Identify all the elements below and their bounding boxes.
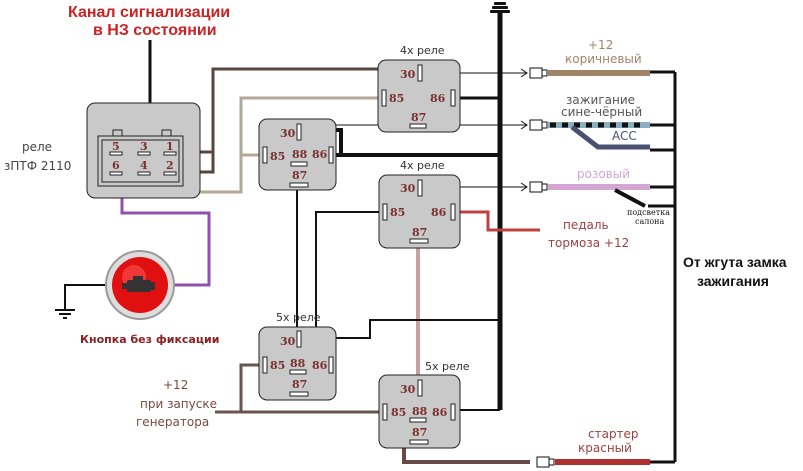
relay-bottom-left: 5х реле 30 85 88 86 87 — [258, 311, 337, 401]
wire-label: +12 — [588, 38, 613, 52]
pin-label: 85 — [270, 359, 285, 372]
wire-label: педаль — [563, 218, 609, 232]
relay-label: 4х реле — [400, 159, 445, 172]
wire-label: сине-чёрный — [561, 105, 642, 119]
wire-r3-86 — [455, 210, 540, 232]
wire-label: зажигание — [566, 93, 635, 107]
pin-label: 3 — [140, 140, 148, 153]
pin-label: 87 — [292, 169, 307, 182]
ground-bus-icon — [490, 2, 510, 13]
pin-label: 86 — [432, 406, 448, 419]
wire-label: стартер — [588, 427, 639, 441]
pin-label: 30 — [400, 182, 416, 195]
check-engine-icon — [122, 276, 155, 292]
wire-acc — [570, 125, 650, 150]
relay-top-right: 4х реле 30 85 86 87 — [377, 44, 461, 133]
wire-label: розовый — [577, 167, 630, 181]
ptf-relay: 5 3 1 6 4 2 — [86, 102, 201, 199]
pin-label: 87 — [292, 378, 307, 391]
wire-ground — [64, 284, 107, 310]
wire-label: коричневый — [565, 52, 642, 66]
pin-label: 88 — [290, 357, 306, 370]
pin-label: 85 — [391, 406, 406, 419]
pin-label: 86 — [312, 148, 328, 161]
relay-label: 4х реле — [400, 44, 445, 57]
pin-label: 6 — [112, 159, 120, 172]
alarm-channel-title: Канал сигнализации — [68, 4, 230, 21]
wire-label: тормоза +12 — [548, 236, 629, 250]
wire-gen — [215, 363, 385, 414]
relay-bottom-right: 5х реле 30 85 88 86 87 — [378, 360, 470, 449]
pin-label: 30 — [400, 68, 416, 81]
wire-harness — [648, 70, 677, 464]
pin-label: 85 — [389, 92, 404, 105]
pin-label: 1 — [166, 140, 174, 153]
relay-middle-right: 4х реле 30 85 86 87 — [378, 159, 461, 249]
alarm-channel-title: в НЗ состоянии — [93, 22, 217, 39]
pin-label: 87 — [412, 426, 427, 439]
wire-label: +12 — [163, 378, 188, 392]
pin-label: 87 — [412, 226, 427, 239]
pin-label: 86 — [431, 206, 447, 219]
ptf-relay-label: зПТФ 2110 — [4, 159, 71, 173]
relay-middle-left: 30 85 88 86 87 — [258, 118, 337, 191]
pin-label: 5 — [112, 140, 120, 153]
pin-label: 86 — [430, 92, 446, 105]
pin-label: 86 — [312, 359, 328, 372]
ptf-relay-label: реле — [22, 140, 52, 154]
wire-cabin-light — [614, 188, 646, 208]
pin-label: 85 — [270, 150, 285, 163]
pin-label: 88 — [412, 405, 428, 418]
pin-label: 30 — [280, 335, 296, 348]
pin-label: 88 — [292, 148, 308, 161]
ground-icon — [55, 309, 75, 319]
wire-label: подсветка — [627, 208, 670, 217]
wire-label: салона — [635, 217, 664, 226]
pin-label: 30 — [280, 127, 296, 140]
wire-label: генератора — [136, 415, 209, 429]
pin-label: 30 — [400, 383, 416, 396]
check-engine-button[interactable] — [105, 250, 175, 320]
relay-label: 5х реле — [276, 311, 321, 324]
pin-label: 85 — [390, 206, 405, 219]
relay-label: 5х реле — [425, 360, 470, 373]
harness-label: От жгута замка — [683, 254, 787, 270]
wire-label: ACC — [612, 129, 637, 143]
wire-label: при запуске — [140, 397, 217, 411]
connector-icon — [529, 67, 555, 468]
pin-label: 4 — [140, 159, 148, 172]
pin-label: 87 — [411, 111, 426, 124]
harness-label: зажигания — [697, 273, 769, 289]
pin-label: 2 — [166, 159, 174, 172]
wire-label: красный — [578, 441, 632, 455]
button-label: Кнопка без фиксации — [80, 333, 219, 346]
